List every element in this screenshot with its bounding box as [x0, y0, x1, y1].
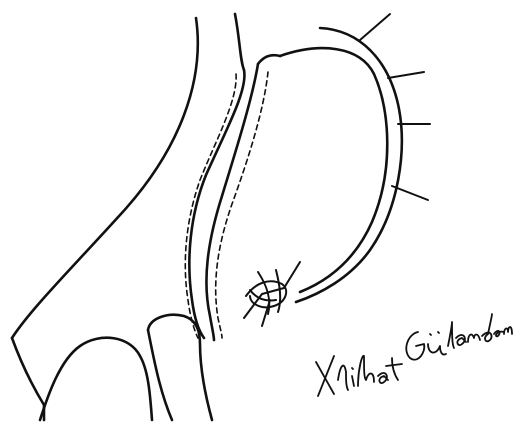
esophagus-left-wall: [185, 70, 244, 338]
stomach-fundus: [280, 28, 402, 302]
pylorus-duodenum: [40, 315, 212, 420]
handwritten-signature: [316, 314, 512, 396]
stomach-outer-wall: [12, 14, 244, 420]
gastric-vessels: [360, 14, 430, 200]
staple-knot: [244, 262, 300, 326]
